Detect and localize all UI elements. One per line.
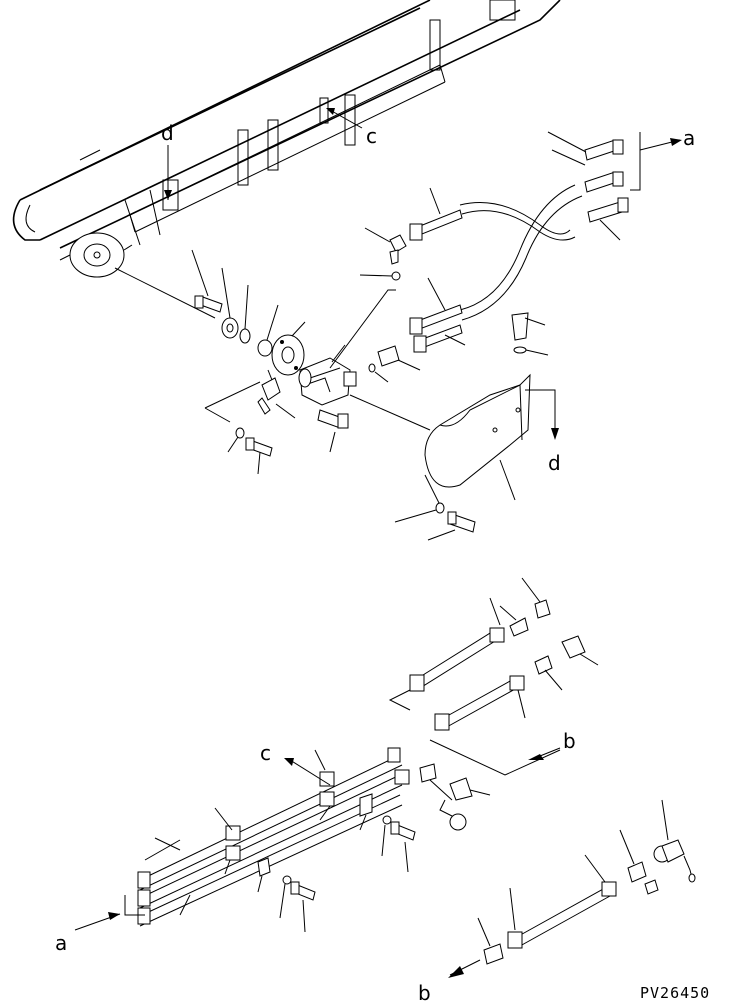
callout-d-cover: d [548, 451, 561, 475]
lower-hose-assembly [74, 577, 599, 933]
bearing-bolt-group [191, 227, 421, 475]
drawing-code: PV26450 [640, 984, 710, 1002]
callout-b-bottom: b [418, 981, 431, 1003]
upper-hose-assembly [409, 131, 682, 353]
callout-b-right: b [563, 729, 576, 753]
callout-a-lower: a [55, 931, 67, 955]
callout-a-top: a [683, 126, 695, 150]
lower-right-hose [448, 799, 696, 978]
motor-cover [349, 312, 559, 541]
callout-d-top: d [161, 121, 174, 145]
callout-c-top: c [366, 124, 377, 148]
conveyor-frame [12, 0, 561, 319]
callout-c-lower: c [260, 741, 271, 765]
